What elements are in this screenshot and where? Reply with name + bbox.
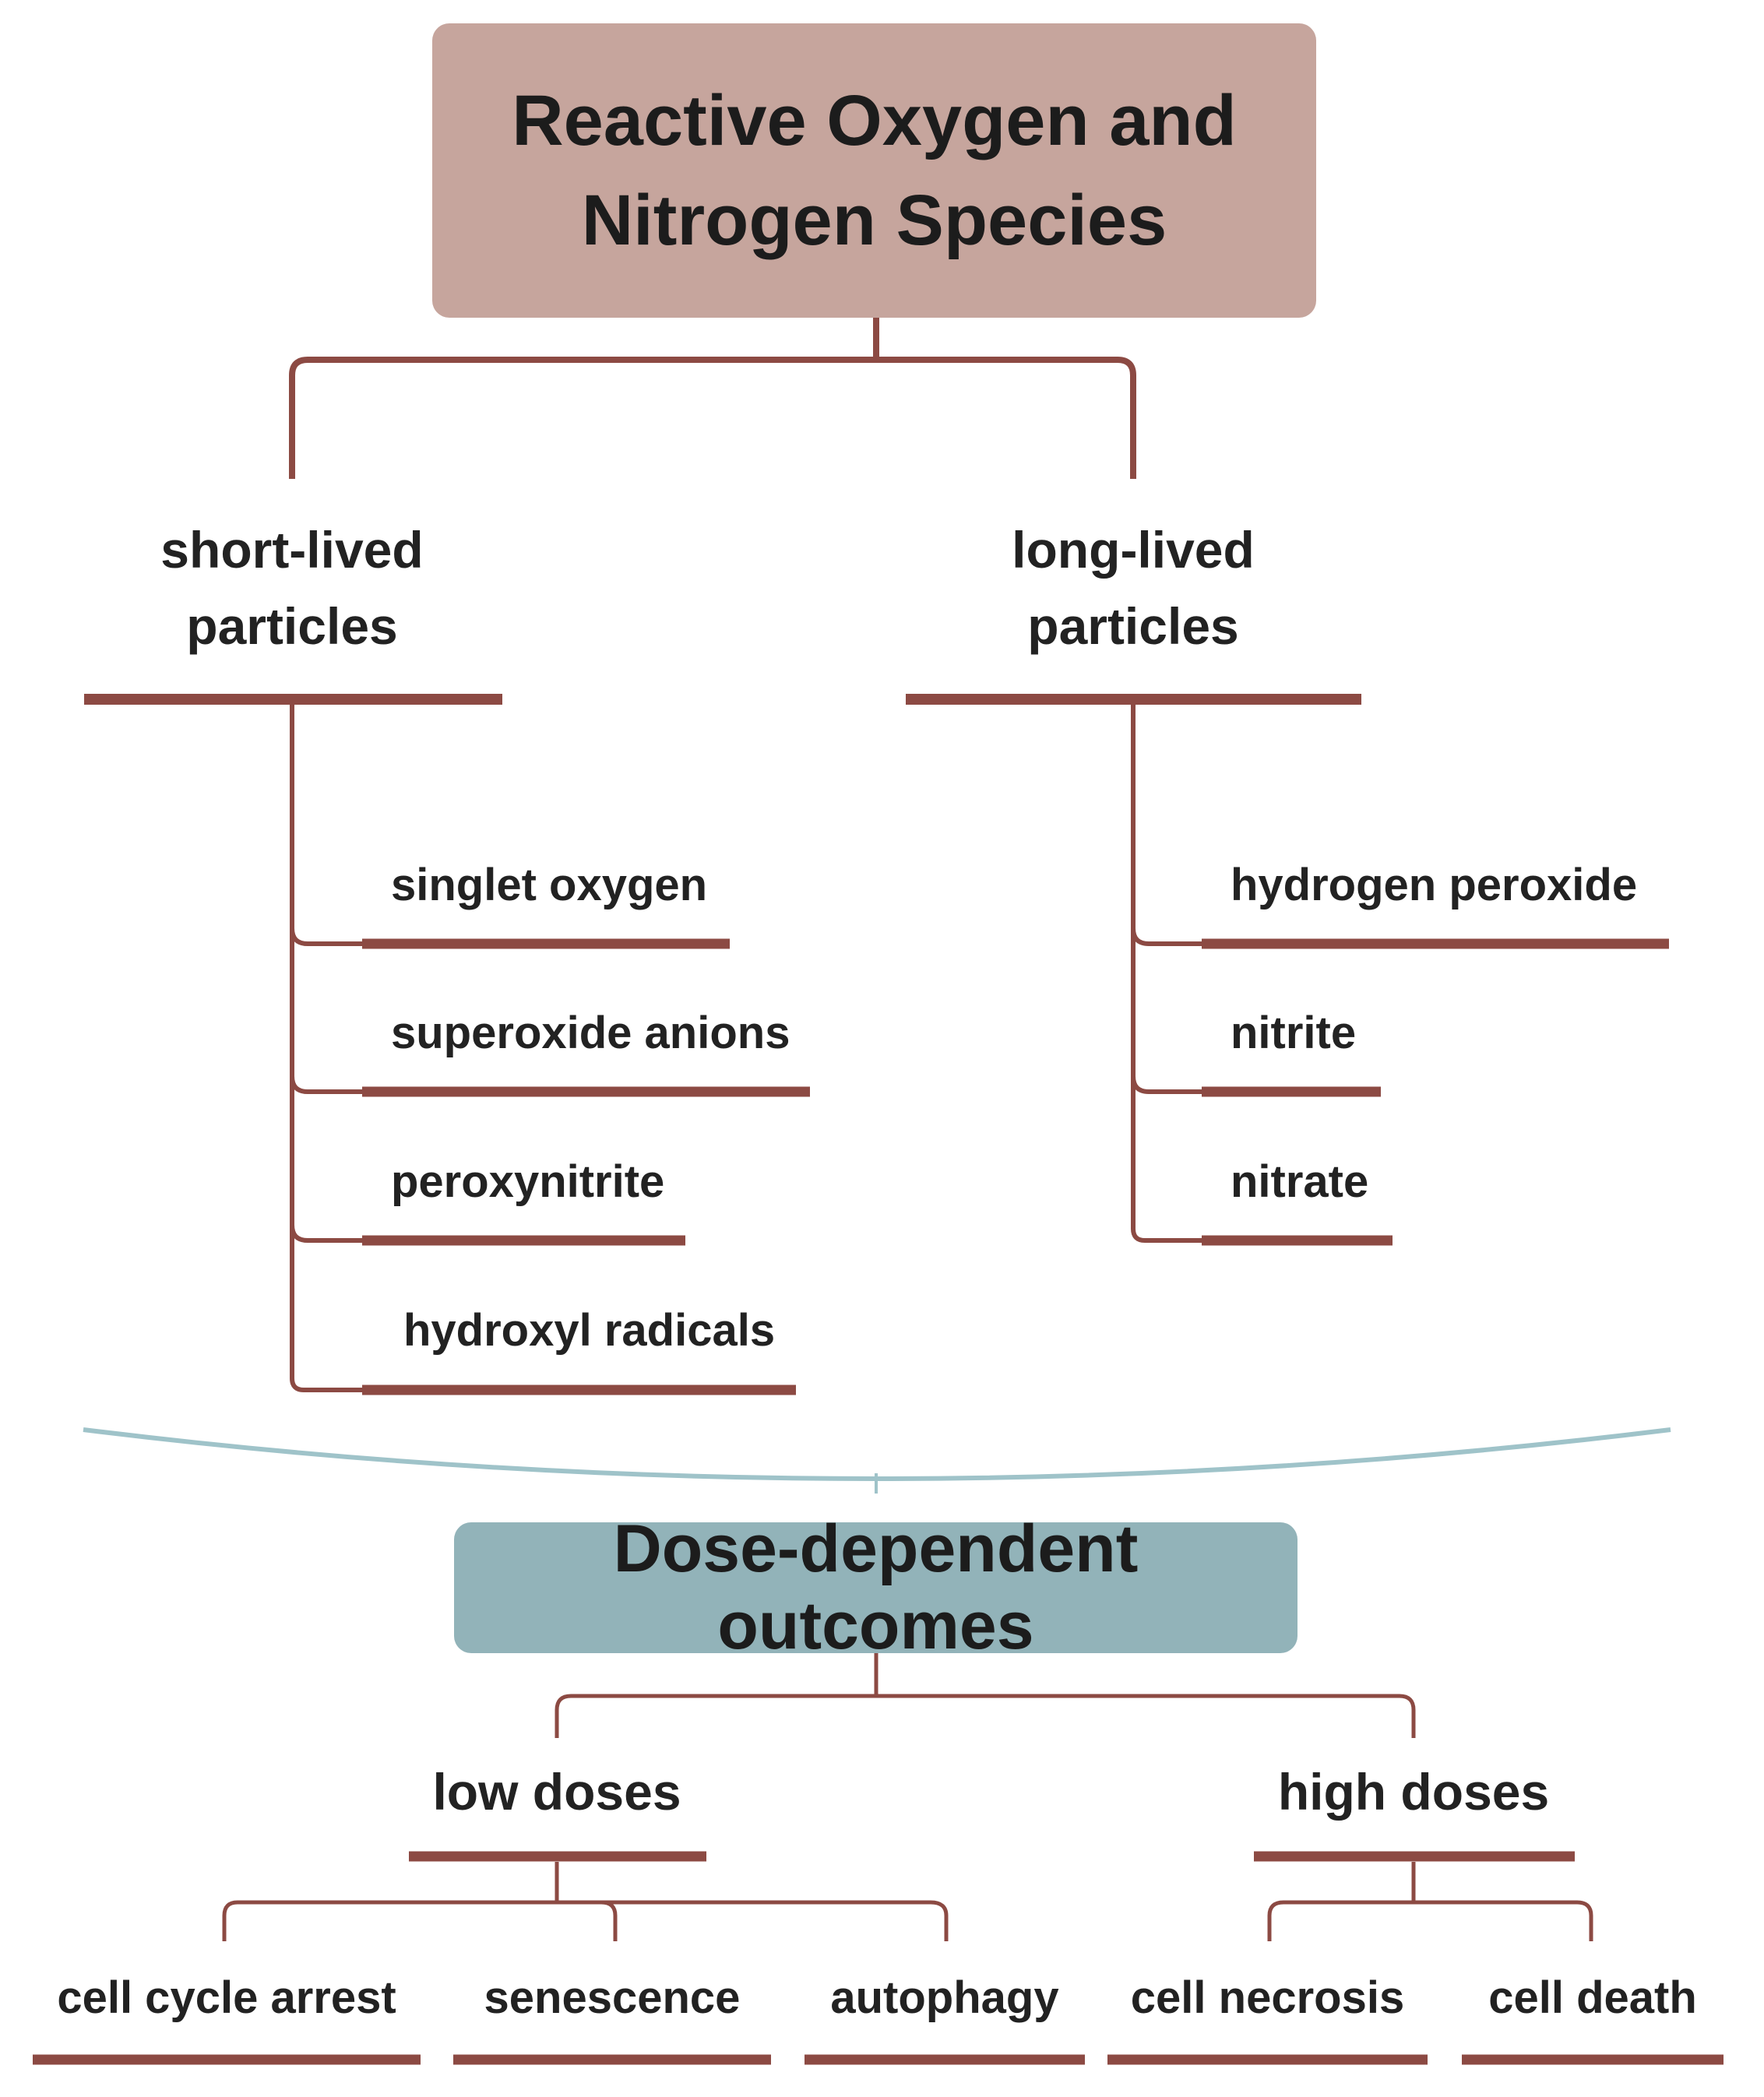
outcome-item: cell necrosis (1130, 1972, 1405, 2023)
category-long-lived: long-lived particles (974, 512, 1293, 664)
list-item: nitrate (1231, 1156, 1369, 1207)
outcomes-box: Dose-dependent outcomes (454, 1511, 1297, 1663)
outcomes-connector (555, 1653, 1416, 1738)
category-short-lived: short-lived particles (132, 512, 452, 664)
low-doses-label: low doses (432, 1763, 681, 1821)
outcomes-title: Dose-dependent outcomes (613, 1511, 1139, 1663)
outcome-item: cell death (1488, 1972, 1697, 2023)
outcome-item: autophagy (830, 1972, 1059, 2023)
list-item: hydroxyl radicals (403, 1305, 776, 1356)
short-lived-branch (290, 705, 366, 1392)
list-item: nitrite (1231, 1008, 1357, 1058)
high-doses-branch (1267, 1862, 1593, 1941)
separator-arc (83, 1427, 1671, 1481)
long-lived-branch (1131, 705, 1206, 1243)
root-box: Reactive Oxygen and Nitrogen Species (432, 23, 1316, 318)
low-doses-branch (222, 1862, 949, 1941)
list-item: singlet oxygen (391, 860, 708, 910)
category-long-lived-line1: long-lived (1012, 521, 1255, 579)
list-item: hydrogen peroxide (1231, 860, 1638, 910)
root-connector (289, 318, 1136, 479)
outcome-item: senescence (484, 1972, 741, 2023)
list-item: peroxynitrite (391, 1156, 665, 1207)
root-title-line2: Nitrogen Species (581, 181, 1167, 260)
list-item: superoxide anions (391, 1008, 790, 1058)
high-doses-label: high doses (1277, 1763, 1550, 1821)
outcome-item: cell cycle arrest (57, 1972, 396, 2023)
category-short-lived-line2: particles (186, 597, 398, 655)
category-short-lived-line1: short-lived (160, 521, 424, 579)
category-long-lived-line2: particles (1027, 597, 1239, 655)
root-title-line1: Reactive Oxygen and (512, 81, 1237, 160)
